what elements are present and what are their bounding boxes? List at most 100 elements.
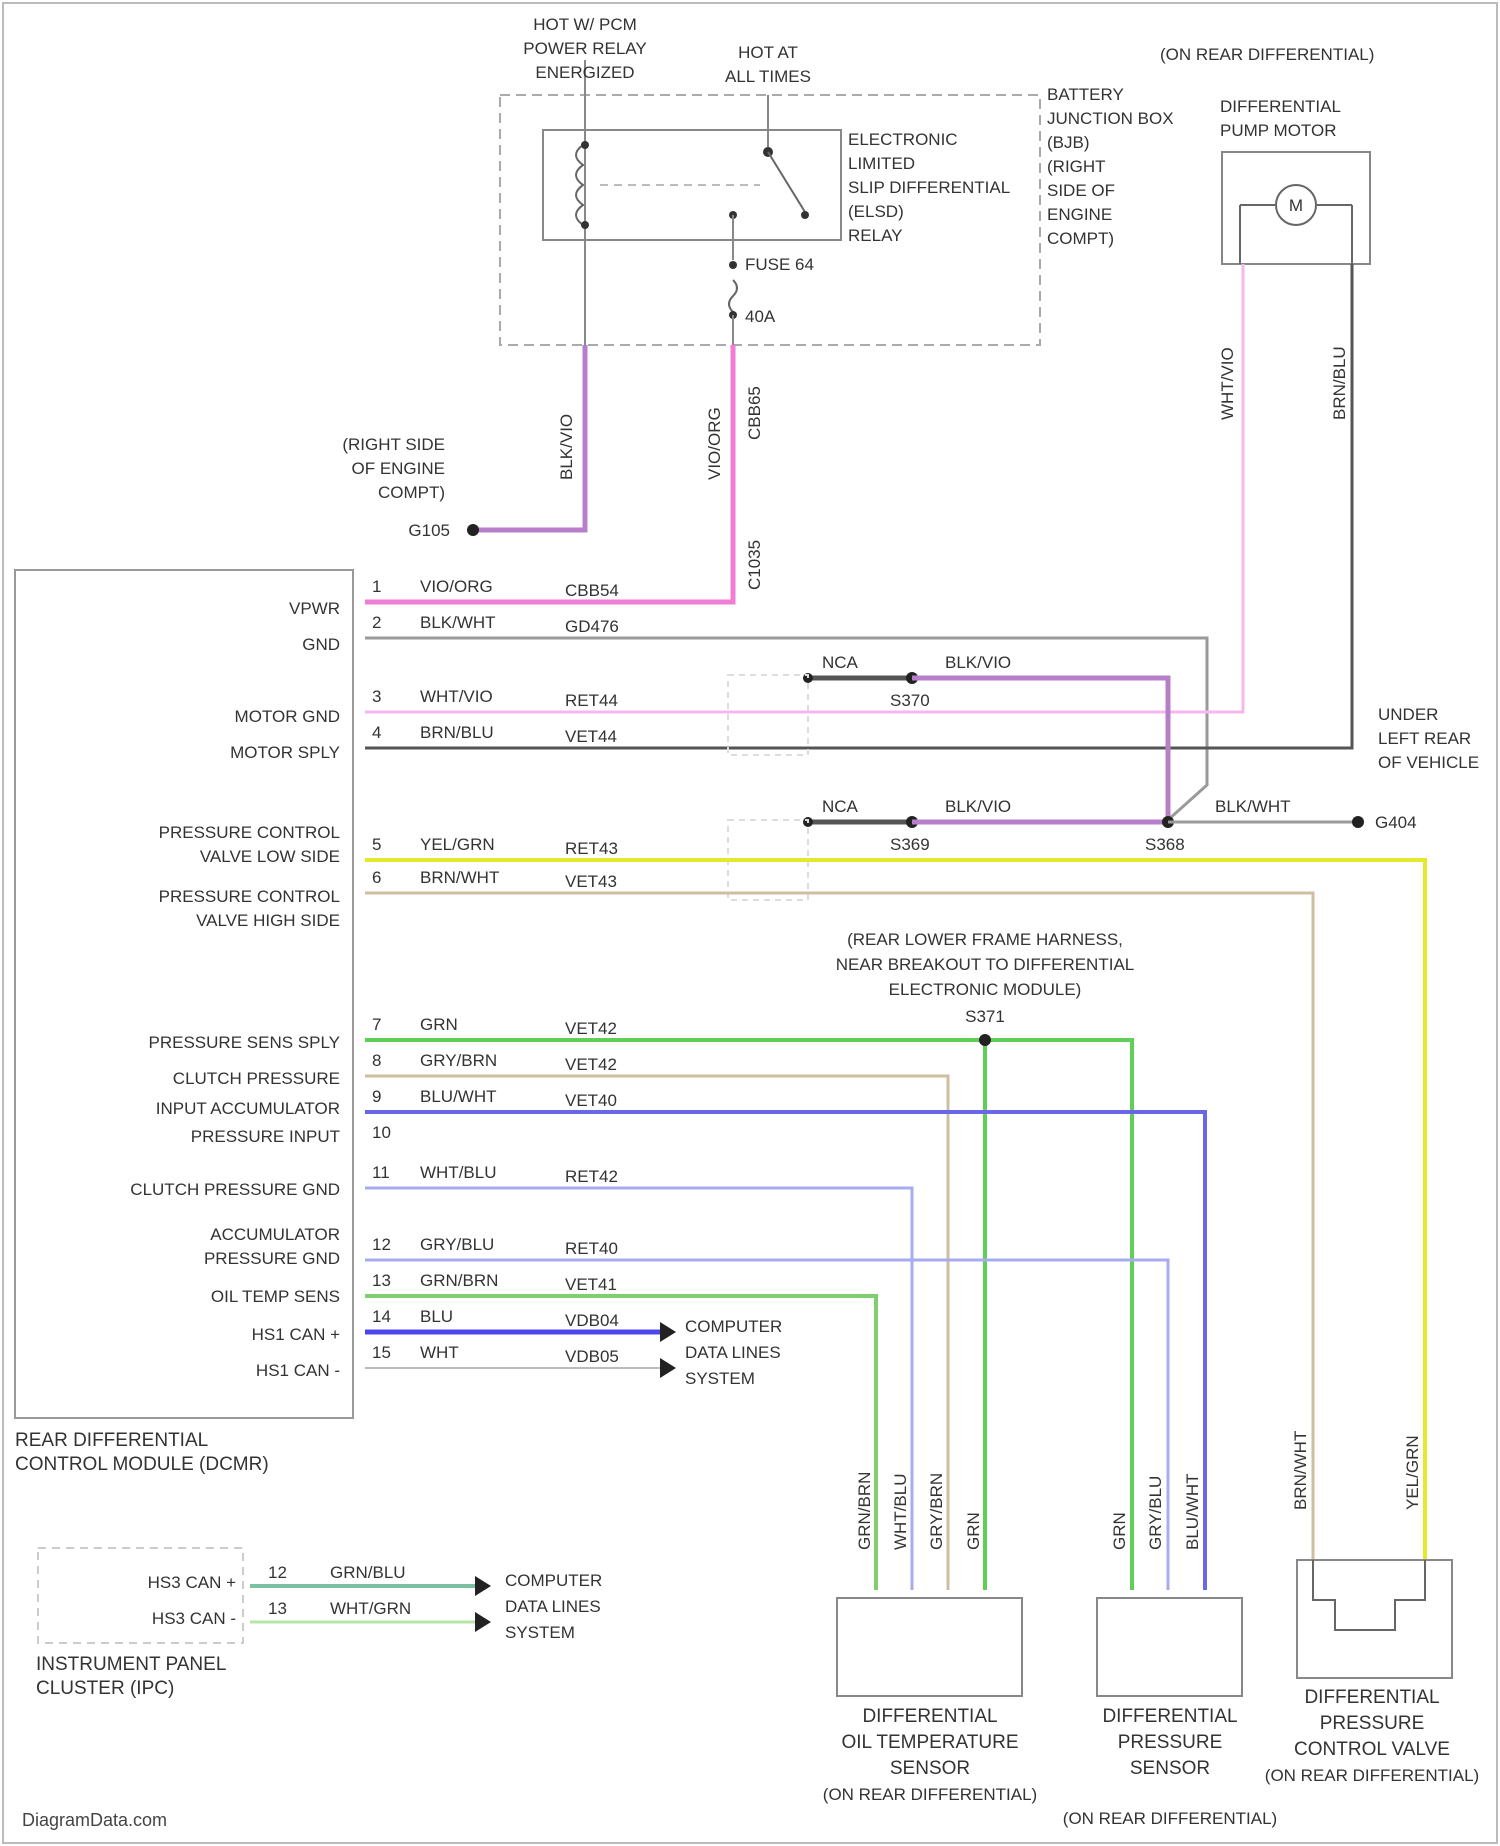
pin-number: 5 [372,835,381,854]
valve-name-2: PRESSURE [1320,1713,1425,1734]
pin-name: PRESSURE CONTROL [159,823,340,842]
wire-color: GRY/BRN [420,1051,497,1070]
pin-number: 10 [372,1123,391,1142]
motor-symbol: M [1289,196,1303,215]
pin-number: 12 [372,1235,391,1254]
wire-circuit: VDB04 [565,1311,619,1330]
cdl-1-line1: COMPUTER [685,1317,782,1336]
pin-name: HS1 CAN + [252,1325,340,1344]
relay-feed-wire-label: VIO/ORG [705,407,724,480]
relay-name-2: LIMITED [848,154,915,173]
valve-wire-label: YEL/GRN [1403,1435,1422,1510]
cdl-2-line1: COMPUTER [505,1571,602,1590]
arrow-icon [660,1358,676,1378]
wire-circuit: GD476 [565,617,619,636]
pin-name: VALVE HIGH SIDE [196,911,340,930]
relay-switch [768,152,805,212]
cdl-1-line2: DATA LINES [685,1343,781,1362]
oil-temp-wire-label: GRN/BRN [855,1472,874,1550]
s368-label: S368 [1145,835,1185,854]
wire-color: WHT/BLU [420,1163,497,1182]
splice-labels: NCA S370 BLK/VIO NCA S369 BLK/VIO S368 B… [822,653,1479,1026]
pin-number: 15 [372,1343,391,1362]
oil-temp-wire-label: WHT/BLU [891,1474,910,1551]
pin-name: HS1 CAN - [256,1361,340,1380]
blk-vio-2-label: BLK/VIO [945,797,1011,816]
pin-name: GND [302,635,340,654]
pin-name: PRESSURE GND [204,1249,340,1268]
relay-coil [576,145,583,225]
pressure-location: (ON REAR DIFFERENTIAL) [1063,1809,1277,1828]
valve-name-1: DIFFERENTIAL [1304,1687,1439,1708]
hot-pcm-line2: POWER RELAY [523,39,646,58]
pin-name: MOTOR SPLY [230,743,340,762]
wire-circuit: VET40 [565,1091,617,1110]
pressure-name-2: PRESSURE [1118,1732,1223,1753]
wire-color: BRN/WHT [420,868,499,887]
hot-always-line1: HOT AT [738,43,798,62]
valve-coil-icon [1313,1560,1425,1630]
hot-always-line2: ALL TIMES [725,67,811,86]
g105-ground-icon [467,524,479,536]
under-rear-1: UNDER [1378,705,1438,724]
pin-number: 2 [372,613,381,632]
wire-circuit: VDB05 [565,1347,619,1366]
pin-name: MOTOR GND [235,707,340,726]
c1035-label: C1035 [745,540,764,590]
pin-number: 6 [372,868,381,887]
bjb-line3: (BJB) [1047,133,1090,152]
wire-circuit: VET41 [565,1275,617,1294]
arrow-icon [660,1322,676,1342]
bjb-line1: BATTERY [1047,85,1124,104]
battery-junction-box: FUSE 64 40A HOT W/ PCM POWER RELAY ENERG… [500,15,1174,345]
arrow-icon [475,1576,491,1596]
wire-circuit: VET42 [565,1055,617,1074]
pressure-name-3: SENSOR [1130,1758,1210,1779]
pressure-sensor-box [1097,1598,1242,1696]
watermark: DiagramData.com [22,1810,167,1830]
g105-label: G105 [408,521,450,540]
nca-2-label: NCA [822,797,859,816]
pressure-wire-label: GRN [1110,1512,1129,1550]
fuse-amp: 40A [745,307,776,326]
arrow-icon [475,1612,491,1632]
bjb-line4: (RIGHT [1047,157,1106,176]
wire-color: WHT/VIO [420,687,493,706]
relay-name-5: RELAY [848,226,903,245]
ipc-pin-number: 12 [268,1563,287,1582]
pump-wire-right-label: BRN/BLU [1330,346,1349,420]
ipc-name-2: CLUSTER (IPC) [36,1678,174,1699]
pin-name: OIL TEMP SENS [211,1287,340,1306]
wire-color: WHT [420,1343,459,1362]
pressure-wire-label: GRY/BLU [1146,1476,1165,1550]
wire-color: VIO/ORG [420,577,493,596]
ipc-name-1: INSTRUMENT PANEL [36,1654,226,1675]
fuse-64-icon [729,280,737,312]
wire-color: BLK/WHT [420,613,496,632]
relay-name-3: SLIP DIFFERENTIAL [848,178,1010,197]
ipc-pin-number: 13 [268,1599,287,1618]
ipc-wire-color: GRN/BLU [330,1563,406,1582]
g404-label: G404 [1375,813,1417,832]
oil-temp-name-3: SENSOR [890,1758,970,1779]
cdl-2-line2: DATA LINES [505,1597,601,1616]
wire-circuit: RET42 [565,1167,618,1186]
g105-location-2: OF ENGINE [351,459,445,478]
wire-circuit: RET44 [565,691,618,710]
wire-circuit: RET40 [565,1239,618,1258]
pump-motor: (ON REAR DIFFERENTIAL) DIFFERENTIAL PUMP… [1160,45,1374,420]
module-wires [365,264,1425,1590]
bjb-line5: SIDE OF [1047,181,1115,200]
relay-feed-circuit: CBB65 [745,386,764,440]
pump-name-2: PUMP MOTOR [1220,121,1337,140]
wire-color: YEL/GRN [420,835,495,854]
pin-number: 9 [372,1087,381,1106]
oil-temperature-sensor: GRN/BRN WHT/BLU GRY/BRN GRN DIFFERENTIAL… [823,1472,1037,1804]
pump-wire-left-label: WHT/VIO [1218,347,1237,420]
hot-pcm-line3: ENERGIZED [535,63,634,82]
pin-name: PRESSURE INPUT [191,1127,340,1146]
g105-location-3: COMPT) [378,483,445,502]
s371-location-1: (REAR LOWER FRAME HARNESS, [847,930,1123,949]
pin-name: PRESSURE SENS SPLY [149,1033,340,1052]
ipc-pin-name: HS3 CAN - [152,1609,236,1628]
